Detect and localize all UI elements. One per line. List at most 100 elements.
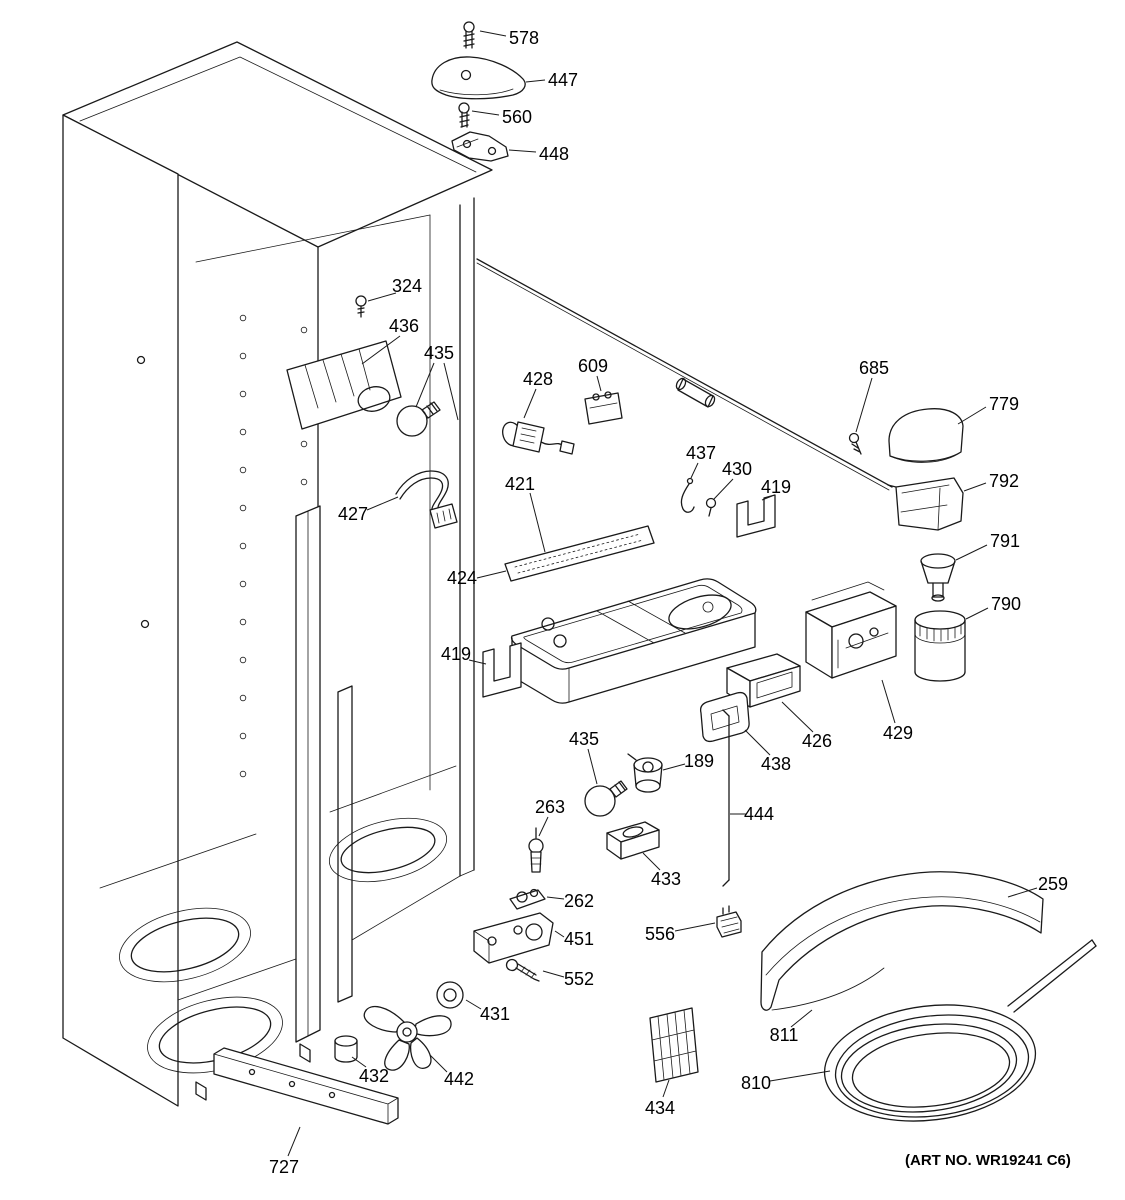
leader-line	[508, 149, 537, 153]
part-label-263: 263	[535, 797, 565, 817]
part-444-bracket	[722, 709, 730, 887]
part-428-socket	[502, 421, 575, 455]
part-label-578: 578	[509, 28, 539, 48]
part-label-419: 419	[761, 477, 791, 497]
part-label-792: 792	[989, 471, 1019, 491]
part-label-609: 609	[578, 356, 608, 376]
part-262-clip	[509, 888, 546, 910]
part-label-556: 556	[645, 924, 675, 944]
part-label-436: 436	[389, 316, 419, 336]
part-792-bracket	[887, 477, 964, 531]
leader-line	[596, 375, 602, 392]
leader-line	[1007, 887, 1038, 898]
part-label-451: 451	[564, 929, 594, 949]
art-number: (ART NO. WR19241 C6)	[905, 1152, 1071, 1169]
part-label-552: 552	[564, 969, 594, 989]
part-263-sensor	[528, 827, 544, 873]
leader-line	[471, 110, 500, 116]
part-552-screw	[505, 958, 540, 982]
leader-line	[366, 496, 399, 511]
part-label-259: 259	[1038, 874, 1068, 894]
leader-line	[465, 999, 482, 1010]
part-label-442: 442	[444, 1069, 474, 1089]
part-435-bulb	[396, 401, 441, 437]
part-435-bulb-2	[584, 780, 628, 817]
part-label-189: 189	[684, 751, 714, 771]
part-437-tube	[680, 477, 695, 513]
leader-line	[361, 335, 401, 365]
leader-line	[690, 462, 699, 479]
part-label-429: 429	[883, 723, 913, 743]
part-324-screw	[355, 295, 367, 318]
leader-line	[468, 659, 487, 665]
leader-line	[415, 362, 435, 408]
part-label-685: 685	[859, 358, 889, 378]
part-label-447: 447	[548, 70, 578, 90]
leader-line	[855, 377, 873, 433]
leader-line	[443, 362, 459, 421]
part-label-438: 438	[761, 754, 791, 774]
leader-line	[963, 482, 987, 492]
part-436-light-housing	[286, 340, 402, 430]
part-791-funnel	[920, 553, 956, 602]
leader-line	[965, 607, 989, 620]
part-label-727: 727	[269, 1157, 299, 1177]
part-label-437: 437	[686, 443, 716, 463]
part-label-434: 434	[645, 1098, 675, 1118]
part-424-strip	[504, 525, 655, 582]
part-431-grommet	[436, 981, 464, 1009]
part-label-444: 444	[744, 804, 774, 824]
leader-line	[542, 970, 565, 978]
part-429-icemaker	[805, 581, 897, 679]
leader-line	[881, 679, 896, 724]
part-727-rail	[213, 1047, 399, 1125]
leader-line	[761, 495, 773, 501]
part-label-810: 810	[741, 1073, 771, 1093]
leader-line	[713, 478, 734, 500]
leader-line	[476, 570, 507, 579]
part-810-tubing	[823, 939, 1097, 1122]
part-427-harness	[395, 470, 458, 529]
leader-line	[529, 492, 546, 553]
leader-line	[554, 930, 565, 938]
leader-line	[662, 1079, 670, 1098]
part-442-fan	[363, 1005, 452, 1071]
part-430-screw	[705, 497, 717, 517]
part-779-cover	[888, 408, 964, 463]
leader-line	[351, 1056, 367, 1068]
leader-line	[642, 852, 661, 871]
leader-line	[287, 1126, 301, 1157]
part-790-filter	[914, 610, 966, 682]
part-label-419: 419	[441, 644, 471, 664]
part-label-448: 448	[539, 144, 569, 164]
part-609-switch	[584, 391, 623, 425]
part-433-box	[606, 821, 660, 860]
part-label-426: 426	[802, 731, 832, 751]
leader-line	[662, 763, 686, 771]
leader-line	[955, 544, 988, 561]
leader-line	[525, 79, 546, 83]
part-419-bracket-lower	[482, 642, 522, 698]
part-421-shelf-module	[510, 578, 757, 704]
leader-line	[523, 388, 537, 419]
part-label-560: 560	[502, 107, 532, 127]
leader-line	[769, 1070, 831, 1082]
leader-line	[538, 816, 549, 837]
part-432-coupling	[334, 1035, 358, 1063]
leader-line	[790, 1009, 813, 1028]
part-label-431: 431	[480, 1004, 510, 1024]
part-label-435: 435	[424, 343, 454, 363]
leader-line	[429, 1054, 448, 1073]
part-label-432: 432	[359, 1066, 389, 1086]
part-448-bracket	[451, 131, 509, 162]
leader-line	[957, 406, 987, 425]
leader-line	[587, 748, 598, 785]
part-259-cover	[760, 871, 1044, 1011]
part-556-block	[716, 905, 742, 938]
leader-line	[367, 292, 397, 302]
leader-line	[674, 922, 716, 932]
part-label-428: 428	[523, 369, 553, 389]
part-label-430: 430	[722, 459, 752, 479]
